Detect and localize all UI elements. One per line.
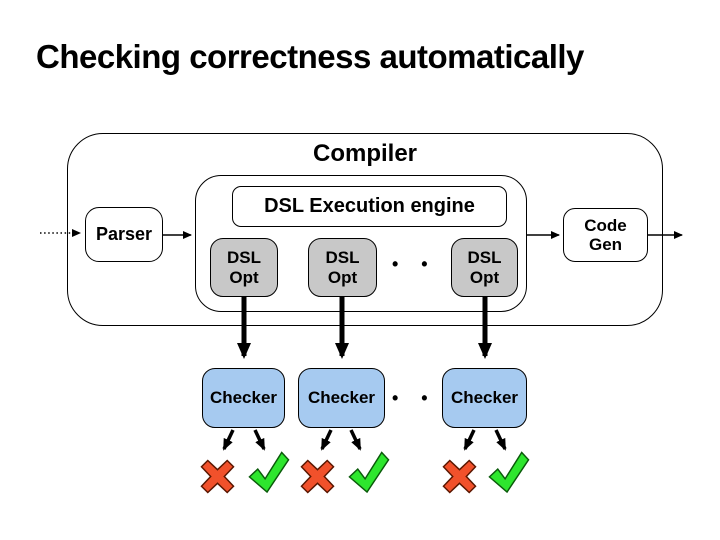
check-icon bbox=[347, 450, 390, 499]
ellipsis-icon: • • • bbox=[392, 254, 463, 274]
execution-engine-container bbox=[195, 175, 527, 312]
code-gen-label: Code Gen bbox=[584, 215, 627, 254]
check-icon bbox=[487, 450, 530, 499]
dsl-execution-engine-box: DSL Execution engine bbox=[232, 186, 507, 227]
checker-box-3: Checker bbox=[442, 368, 527, 428]
dsl-opt-label: DSL Opt bbox=[325, 248, 360, 287]
arrow-checker3-to-fail bbox=[463, 429, 476, 451]
dsl-opt-box-1: DSL Opt bbox=[210, 238, 278, 297]
slide-title: Checking correctness automatically bbox=[36, 38, 584, 75]
dsl-opt-label: DSL Opt bbox=[467, 248, 502, 287]
arrow-checker3-to-pass bbox=[494, 429, 507, 451]
arrow-checker2-to-fail bbox=[320, 429, 333, 451]
ellipsis-icon: • • • bbox=[392, 388, 463, 408]
parser-box: Parser bbox=[85, 207, 163, 262]
dsl-opt-box-3: DSL Opt bbox=[451, 238, 518, 297]
arrow-checker2-to-pass bbox=[349, 429, 362, 451]
compiler-container bbox=[67, 133, 663, 326]
cross-icon bbox=[299, 459, 336, 499]
dsl-execution-engine-label: DSL Execution engine bbox=[264, 195, 475, 218]
arrow-checker1-to-fail bbox=[222, 429, 235, 451]
checker-label: Checker bbox=[450, 388, 519, 408]
compiler-label: Compiler bbox=[312, 140, 417, 167]
checker-label: Checker bbox=[209, 388, 278, 408]
dsl-opt-label: DSL Opt bbox=[227, 248, 261, 287]
checker-box-1: Checker bbox=[202, 368, 285, 428]
cross-icon bbox=[199, 459, 236, 499]
cross-icon bbox=[441, 459, 478, 499]
dsl-opt-box-2: DSL Opt bbox=[308, 238, 377, 297]
checker-label: Checker bbox=[307, 388, 376, 408]
arrow-checker1-to-pass bbox=[253, 429, 266, 451]
code-gen-box: Code Gen bbox=[563, 208, 648, 262]
check-icon bbox=[247, 450, 290, 499]
checker-box-2: Checker bbox=[298, 368, 385, 428]
parser-label: Parser bbox=[95, 224, 153, 245]
